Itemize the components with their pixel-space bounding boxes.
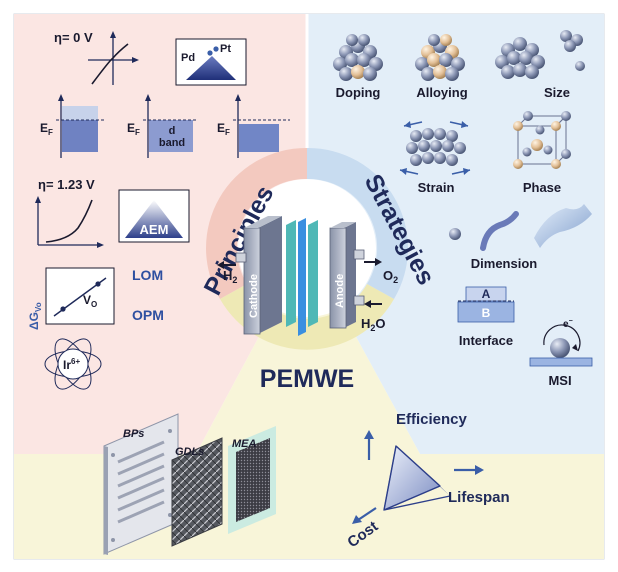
metrics-tetrahedron [352, 430, 484, 524]
ef-label-1: EF [40, 121, 53, 137]
eta-zero-label: η= 0 V [54, 30, 93, 45]
vacancy-energy-plot [45, 267, 115, 325]
opm-label: OPM [132, 307, 164, 323]
doping-cluster-icon [333, 34, 383, 81]
ef-label-2: EF [127, 121, 140, 137]
ef-label-3: EF [217, 121, 230, 137]
strain-lattice-icon [399, 121, 471, 175]
h2o-label: H2O [361, 316, 386, 333]
mea-icon [228, 426, 276, 534]
dimension-label: Dimension [471, 256, 538, 271]
interface-a-label: A [482, 287, 491, 301]
interface-icon [457, 286, 515, 323]
pd-label: Pd [181, 52, 195, 64]
hydrogen-polarization-plot [88, 31, 139, 85]
mea-label: MEA [232, 438, 257, 450]
cathode-label: Cathode [248, 274, 260, 318]
alloying-cluster-icon [415, 34, 465, 81]
membrane [298, 218, 306, 336]
anode-label: Anode [334, 274, 346, 308]
dband-label-line2: band [159, 137, 185, 149]
o2-label: O2 [383, 268, 398, 285]
doping-label: Doping [336, 85, 381, 100]
fermi-level-diagrams [56, 94, 290, 158]
interface-label: Interface [459, 333, 513, 348]
electron-label: e− [563, 318, 573, 330]
interface-b-label: B [482, 306, 491, 320]
oxygen-polarization-plot [35, 196, 104, 248]
aem-diagram [118, 189, 190, 243]
strain-label: Strain [418, 180, 455, 195]
pt-label: Pt [220, 43, 231, 55]
bps-label: BPs [123, 428, 144, 440]
phase-crystal-icon [513, 111, 571, 169]
h2-label: H2 [223, 268, 237, 285]
pemwe-title: PEMWE [260, 365, 354, 393]
lifespan-label: Lifespan [448, 489, 510, 506]
aem-label: AEM [140, 222, 169, 237]
size-label: Size [544, 85, 570, 100]
volcano-plot [175, 38, 247, 86]
lom-label: LOM [132, 267, 163, 283]
gas-diffusion-layer-icon [171, 437, 223, 547]
ir-label: Ir6+ [63, 357, 80, 372]
size-cluster-icon [495, 30, 585, 79]
efficiency-label: Efficiency [396, 411, 468, 428]
iridium-orbital-icon [44, 338, 102, 390]
electrolyzer-cell: Cathode Anode [217, 216, 382, 336]
vo-label: VO [83, 293, 97, 309]
msi-icon [529, 324, 593, 367]
dband-label-line1: d [169, 125, 176, 137]
phase-label: Phase [523, 180, 561, 195]
alloying-label: Alloying [416, 85, 467, 100]
dimension-icon [449, 204, 592, 251]
gdls-label: GDLs [175, 446, 204, 458]
msi-label: MSI [548, 373, 571, 388]
delta-g-label: ΔGVo [27, 302, 43, 330]
bipolar-plate-icon [103, 413, 179, 555]
eta-123-label: η= 1.23 V [38, 177, 95, 192]
